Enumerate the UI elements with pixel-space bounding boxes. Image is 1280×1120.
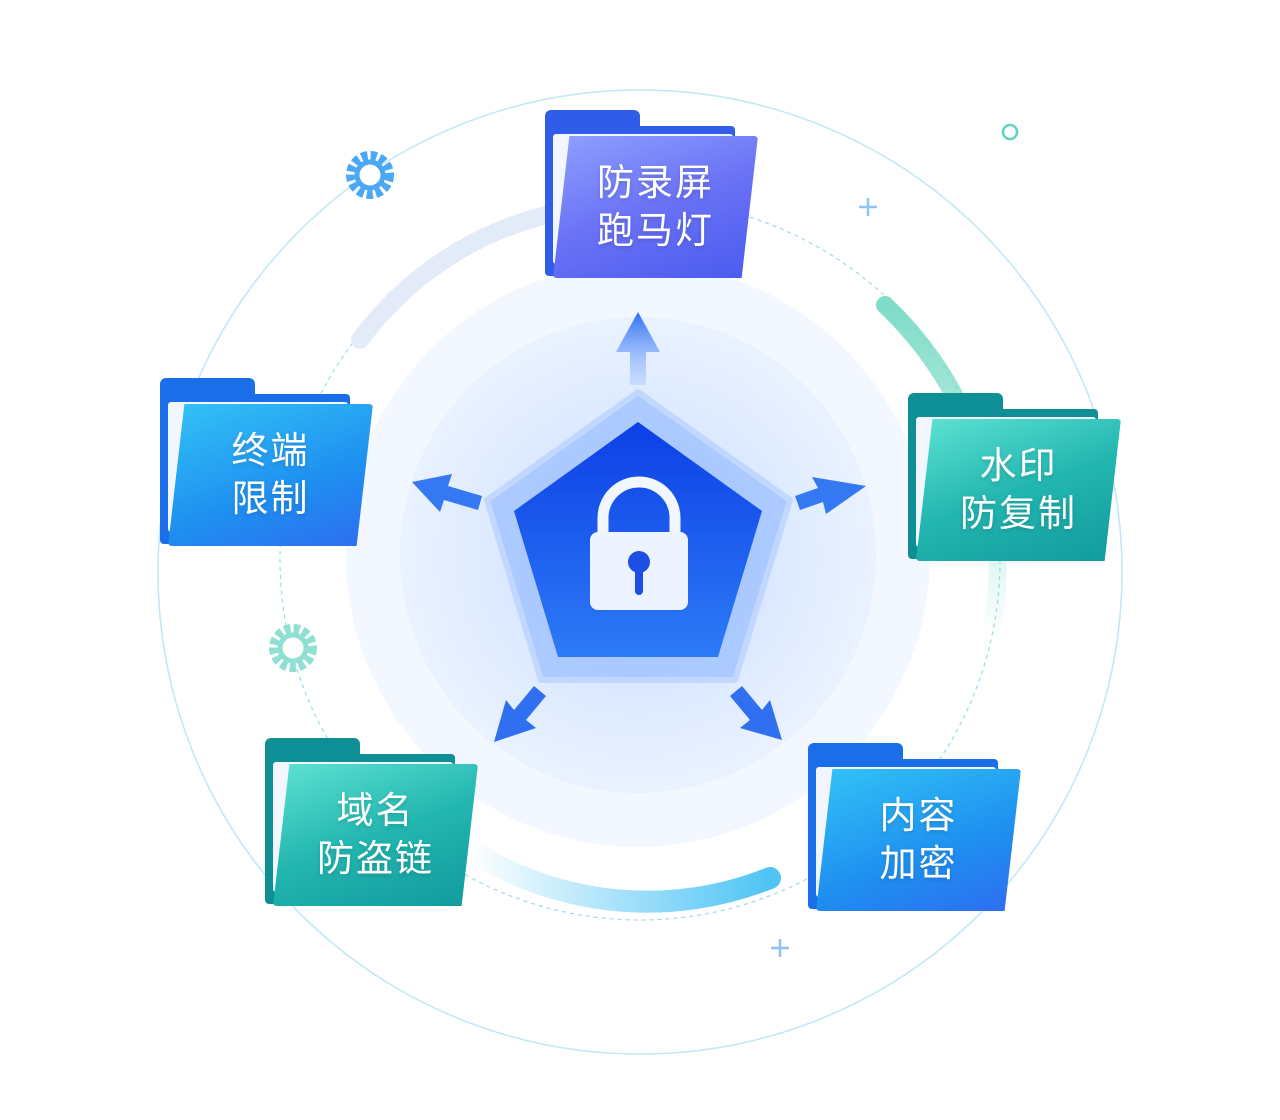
feature-folder-terminal-restriction[interactable]: 终端 限制 xyxy=(160,378,375,546)
gear-icon xyxy=(269,624,317,672)
arrow-left-icon xyxy=(412,474,482,512)
circle-icon xyxy=(1001,123,1019,141)
feature-label: 内容 加密 xyxy=(879,794,958,885)
arrow-down-right-icon xyxy=(730,686,782,740)
feature-label: 防录屏 跑马灯 xyxy=(597,161,714,252)
arrow-right-icon xyxy=(795,477,866,514)
plus-icon xyxy=(771,939,789,957)
arrows xyxy=(412,312,866,742)
feature-folder-watermark[interactable]: 水印 防复制 xyxy=(908,393,1123,561)
gear-icon xyxy=(346,151,394,199)
arrow-up-icon xyxy=(616,312,660,385)
feature-label: 终端 限制 xyxy=(231,429,310,520)
arc-decoration xyxy=(459,839,781,913)
lock-icon xyxy=(590,476,688,610)
arc-decoration xyxy=(351,203,569,349)
feature-folder-domain-anti-leech[interactable]: 域名 防盗链 xyxy=(265,738,480,906)
feature-folder-anti-screen-recording[interactable]: 防录屏 跑马灯 xyxy=(545,110,760,278)
feature-label: 水印 防复制 xyxy=(960,444,1077,535)
arrow-down-left-icon xyxy=(494,686,546,742)
feature-folder-content-encryption[interactable]: 内容 加密 xyxy=(808,743,1023,911)
plus-icon xyxy=(859,198,877,216)
feature-label: 域名 防盗链 xyxy=(317,789,434,880)
